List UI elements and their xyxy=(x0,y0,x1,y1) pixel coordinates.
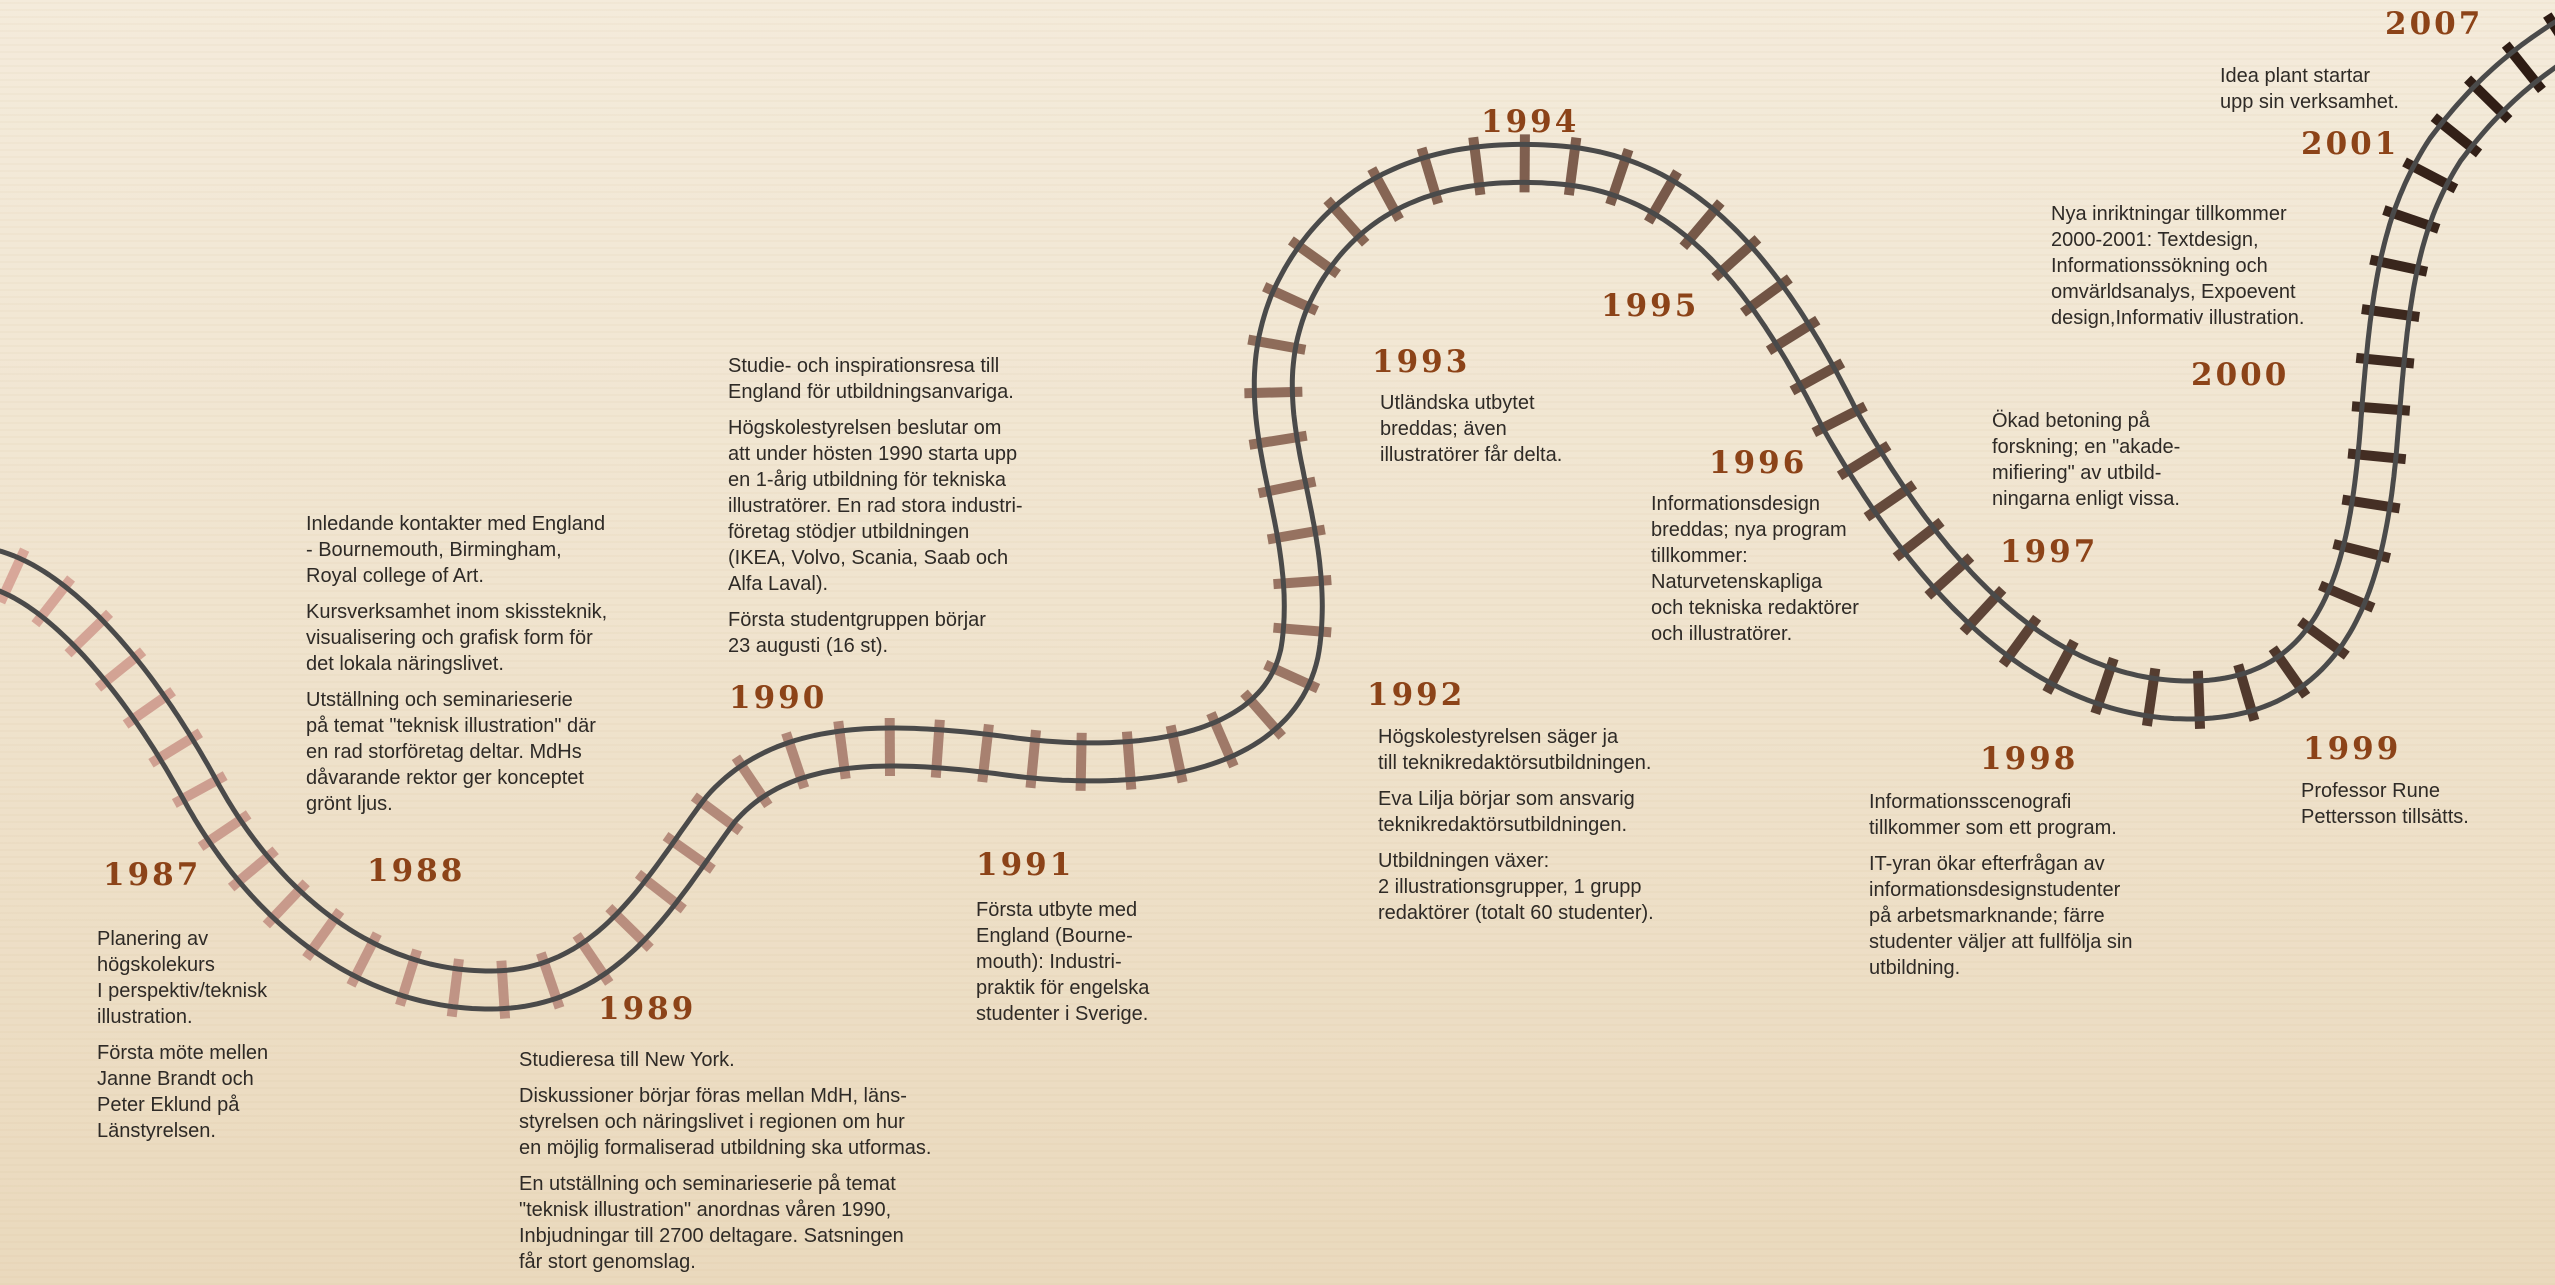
year-1990: 1990 xyxy=(729,683,827,714)
entry-1996: Informationsdesign breddas; nya program … xyxy=(1651,491,1891,657)
entry-1993: Utländska utbytet breddas; även illustra… xyxy=(1380,390,1600,478)
entry-1990: Studie- och inspirationsresa till Englan… xyxy=(728,353,1048,669)
entry-2001-text-1: Nya inriktningar tillkommer 2000-2001: T… xyxy=(2051,201,2341,331)
entry-1990-text-3: Första studentgruppen börjar 23 augusti … xyxy=(728,607,1048,659)
year-1996: 1996 xyxy=(1709,448,1807,479)
year-1995: 1995 xyxy=(1601,291,1699,322)
year-1998: 1998 xyxy=(1980,744,2078,775)
year-1988: 1988 xyxy=(367,856,465,887)
year-1992: 1992 xyxy=(1367,680,1465,711)
entry-1989: Studieresa till New York. Diskussioner b… xyxy=(519,1047,969,1285)
entry-1999-text-1: Professor Rune Pettersson tillsätts. xyxy=(2301,778,2531,830)
entry-1998-text-2: IT-yran ökar efterfrågan av informations… xyxy=(1869,851,2169,981)
entry-1989-text-1: Studieresa till New York. xyxy=(519,1047,969,1073)
entry-2000-text-1: Ökad betoning på forskning; en "akade- m… xyxy=(1992,408,2222,512)
entry-1987-text-2: Första möte mellen Janne Brandt och Pete… xyxy=(97,1040,287,1144)
entry-1992: Högskolestyrelsen säger ja till teknikre… xyxy=(1378,724,1718,936)
entry-1998-text-1: Informationsscenografi tillkommer som et… xyxy=(1869,789,2169,841)
year-1989: 1989 xyxy=(598,994,696,1025)
entry-1993-text-1: Utländska utbytet breddas; även illustra… xyxy=(1380,390,1600,468)
entry-1988: Inledande kontakter med England - Bourne… xyxy=(306,511,626,827)
entry-1988-text-3: Utställning och seminarieserie på temat … xyxy=(306,687,626,817)
year-2007: 2007 xyxy=(2385,9,2483,40)
year-1991: 1991 xyxy=(976,850,1074,881)
entry-1989-text-3: En utställning och seminarieserie på tem… xyxy=(519,1171,969,1275)
entry-1991-text-1: Första utbyte med England (Bourne- mouth… xyxy=(976,897,1196,1027)
entry-1992-text-2: Eva Lilja börjar som ansvarig teknikreda… xyxy=(1378,786,1718,838)
year-1993: 1993 xyxy=(1372,347,1470,378)
year-1997: 1997 xyxy=(2000,537,2098,568)
entry-1987: Planering av högskolekurs I perspektiv/t… xyxy=(97,926,287,1154)
entry-2007: Idea plant startar upp sin verksamhet. xyxy=(2220,63,2440,125)
year-2001: 2001 xyxy=(2301,129,2399,160)
entry-1992-text-3: Utbildningen växer: 2 illustrationsgrupp… xyxy=(1378,848,1718,926)
entry-1998: Informationsscenografi tillkommer som et… xyxy=(1869,789,2169,991)
year-1999: 1999 xyxy=(2303,734,2401,765)
entry-1992-text-1: Högskolestyrelsen säger ja till teknikre… xyxy=(1378,724,1718,776)
year-1994: 1994 xyxy=(1481,107,1579,138)
entry-1999: Professor Rune Pettersson tillsätts. xyxy=(2301,778,2531,840)
entry-1991: Första utbyte med England (Bourne- mouth… xyxy=(976,897,1196,1037)
entry-2007-text-1: Idea plant startar upp sin verksamhet. xyxy=(2220,63,2440,115)
year-1987: 1987 xyxy=(103,860,201,891)
entry-1988-text-1: Inledande kontakter med England - Bourne… xyxy=(306,511,626,589)
entry-1989-text-2: Diskussioner börjar föras mellan MdH, lä… xyxy=(519,1083,969,1161)
entry-1988-text-2: Kursverksamhet inom skissteknik, visuali… xyxy=(306,599,626,677)
entry-1996-text-1: Informationsdesign breddas; nya program … xyxy=(1651,491,1891,647)
year-2000: 2000 xyxy=(2191,360,2289,391)
entry-1990-text-1: Studie- och inspirationsresa till Englan… xyxy=(728,353,1048,405)
entry-1987-text-1: Planering av högskolekurs I perspektiv/t… xyxy=(97,926,287,1030)
entry-1990-text-2: Högskolestyrelsen beslutar om att under … xyxy=(728,415,1048,597)
entry-2001: Nya inriktningar tillkommer 2000-2001: T… xyxy=(2051,201,2341,341)
entry-2000: Ökad betoning på forskning; en "akade- m… xyxy=(1992,408,2222,522)
